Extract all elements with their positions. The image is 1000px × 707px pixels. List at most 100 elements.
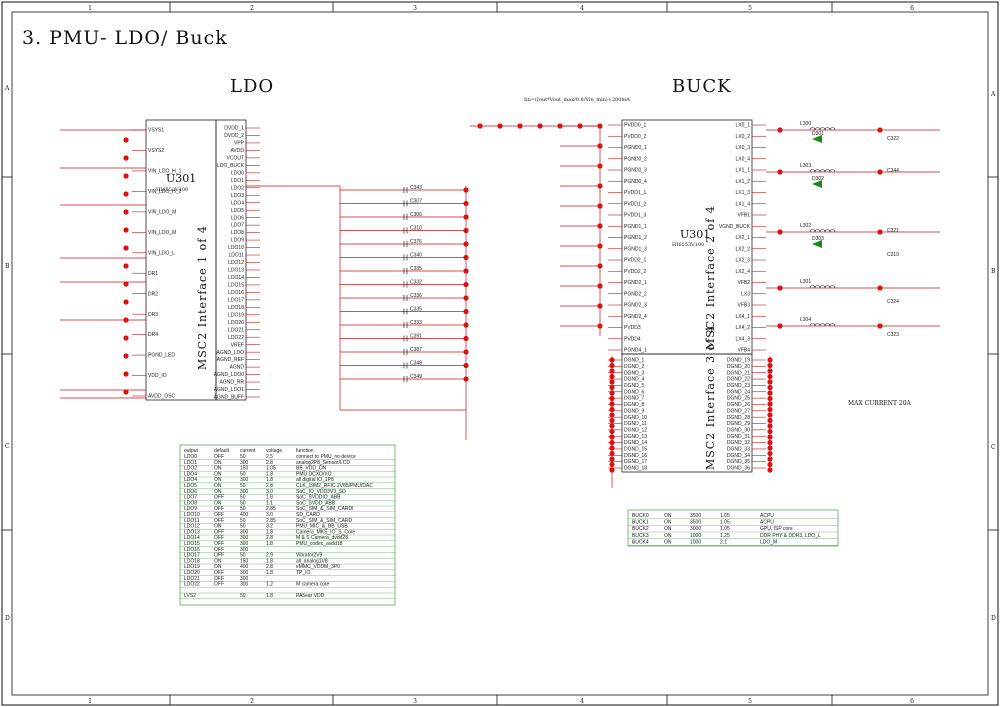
buck-right-pin-label: LX1_3 — [736, 190, 751, 196]
row-label-left-b: B — [5, 263, 10, 270]
ldo-table-cell: all digital IO_1P8 — [296, 477, 334, 483]
row-label-right-d: D — [991, 615, 996, 622]
inductor-label: L304 — [800, 317, 811, 323]
junction-dot — [877, 127, 883, 133]
ldo-cap-label: C391 — [410, 334, 422, 340]
ldo-table-cell: SoC_SIM_&_SIM_CARD — [296, 518, 353, 524]
ldo-table-frame — [179, 444, 396, 606]
ldo-table-cell: ON — [214, 460, 222, 466]
inductor-coil — [824, 127, 831, 131]
ldo-cap-label: C332 — [410, 280, 422, 286]
u301-gnd-interface: MSC2 Interface 3 of 4 — [704, 325, 717, 470]
ldo-table-cell: 1.05 — [266, 466, 276, 472]
buck-table-cell: GPU, ISP core — [760, 526, 793, 532]
buck-table-cell: ON — [664, 539, 672, 545]
gnd-left-pin-label: DGND_17 — [624, 459, 647, 465]
u301-buck-right-pins: LX0_1LX0_2LX0_3LX0_4LX1_1LX1_2LX1_3LX1_4… — [719, 123, 766, 354]
inductor-coil — [819, 169, 826, 173]
inductor-coil — [809, 285, 816, 289]
u301-buck-part: HI6553V100 — [672, 242, 704, 248]
u301-gnd-right-pins: DGND_19DGND_20DGND_21DGND_22DGND_23DGND_… — [727, 358, 766, 472]
ldo-table-cell: 2.8 — [266, 460, 273, 466]
col-label-bottom-6: 6 — [910, 698, 914, 705]
inductor-coil — [809, 127, 816, 131]
ldo-table-header: voltage — [266, 448, 282, 454]
u301-ldo-part: HI6553V100 — [156, 187, 188, 193]
ldo-table-cell: analog2P8_Sensor/LCD — [296, 460, 350, 466]
buck-left-pin-label: PGND1_3 — [624, 246, 647, 252]
ldo-table-cell: ON — [214, 524, 222, 530]
ldo-table-cell: ON — [214, 471, 222, 477]
ldo-right-pin-label: LDO8 — [231, 230, 244, 236]
ldo-table-cell: 50 — [240, 454, 246, 460]
ldo-table-cell: ON — [214, 564, 222, 570]
ldo-right-pin-label: LDO3 — [231, 193, 244, 199]
inductor-coil — [814, 127, 821, 131]
row-label-right-c: C — [991, 444, 996, 451]
row-label-right-a: A — [990, 91, 996, 98]
diode-symbol — [812, 135, 822, 143]
ldo-table-cell: OFF — [214, 495, 224, 501]
ldo-table-cell: 50 — [240, 500, 246, 506]
max-current-label: MAX CURRENT 20A — [848, 400, 912, 407]
ldo-table-cell: ON — [214, 558, 222, 564]
ldo-table-cell: LDO18 — [184, 558, 200, 564]
ldo-table-cell: TP_IO — [296, 570, 311, 576]
ldo-right-pin-label: LDO20 — [228, 320, 244, 326]
inductor-coil — [814, 323, 821, 327]
buck-table-cell: DDR PHY & DDR3, LDO_L — [760, 533, 821, 539]
ldo-table-cell: 1.8 — [266, 570, 273, 576]
ldo-right-pin-label: LDO15 — [228, 283, 244, 289]
ldo-table-cell: LDO4 — [184, 471, 197, 477]
ldo-right-pin-label: LDO11 — [229, 253, 245, 259]
ldo-table-cell: 1.8 — [266, 558, 273, 564]
buck-left-pin-label: PVDD4 — [624, 336, 641, 342]
u301-buck-interface: MSC2 Interface 2 of 4 — [704, 205, 717, 350]
ldo-table-cell: LDO7 — [184, 495, 197, 501]
ldo-table-cell: OFF — [214, 570, 224, 576]
inductor-coil — [829, 169, 836, 173]
col-label-top-6: 6 — [910, 5, 914, 12]
buck-table-cell: BUCK0 — [632, 513, 649, 519]
gnd-left-pin-label: DGND_7 — [624, 396, 645, 402]
ldo-table-cell: OFF — [214, 553, 224, 559]
buck-table-cell: ON — [664, 513, 672, 519]
gnd-left-pin-label: DGND_15 — [624, 447, 647, 453]
ldo-left-pin-label: VIN_LDO_M — [148, 230, 176, 236]
gnd-left-pin-label: DGND_5 — [624, 383, 645, 389]
junction-dot — [477, 123, 483, 129]
inductor-label: L300 — [800, 121, 811, 127]
section-buck-title: BUCK — [672, 76, 732, 97]
ldo-table-cell: ON — [214, 477, 222, 483]
junction-dot — [577, 123, 583, 129]
buck-right-pin-label: LX0_4 — [736, 156, 751, 162]
buck-left-pin-label: PGND0_3 — [624, 168, 647, 174]
buck-passives: L300L303L302L301L304C322C344C321C319C324… — [800, 121, 899, 338]
ldo-table-cell: Camera_MKS_IO_S_Core — [296, 529, 355, 535]
u301-gnd-body — [621, 353, 753, 473]
ldo-table-cell: 300 — [240, 570, 249, 576]
ldo-table-cell: OFF — [214, 506, 224, 512]
ldo-right-pin-label: AGND — [230, 365, 245, 371]
buck-table-cell: ACPU — [760, 520, 774, 526]
ldo-left-pin-label: DR4 — [148, 332, 158, 338]
page-title: 3. PMU- LDO/ Buck — [22, 27, 228, 49]
ldo-left-pin-label: VDD_IO — [148, 373, 167, 379]
gnd-right-pin-label: DGND_31 — [727, 434, 750, 440]
ldo-table-cell: LDO16 — [184, 547, 200, 553]
ldo-table-cell: LDO13 — [184, 529, 200, 535]
buck-left-pin-label: PVDD0_2 — [624, 134, 646, 140]
inductor-coil — [829, 229, 836, 233]
ldo-left-pin-label: VIN_LDO_H_2 — [148, 189, 182, 195]
ldo-table-cell: 3.2 — [266, 524, 273, 530]
wire — [520, 125, 601, 336]
ldo-right-pin-label: AGND_LDO — [216, 350, 244, 356]
buck-right-pin-label: LX2_4 — [736, 269, 751, 275]
buck-left-pin-label: PGND0_4 — [624, 179, 647, 185]
ldo-table-cell: ON — [214, 483, 222, 489]
junction-dot — [557, 123, 563, 129]
buck-left-pin-label: PGND2_4 — [624, 314, 647, 320]
buck-right-pin-label: VFB4 — [737, 348, 750, 354]
